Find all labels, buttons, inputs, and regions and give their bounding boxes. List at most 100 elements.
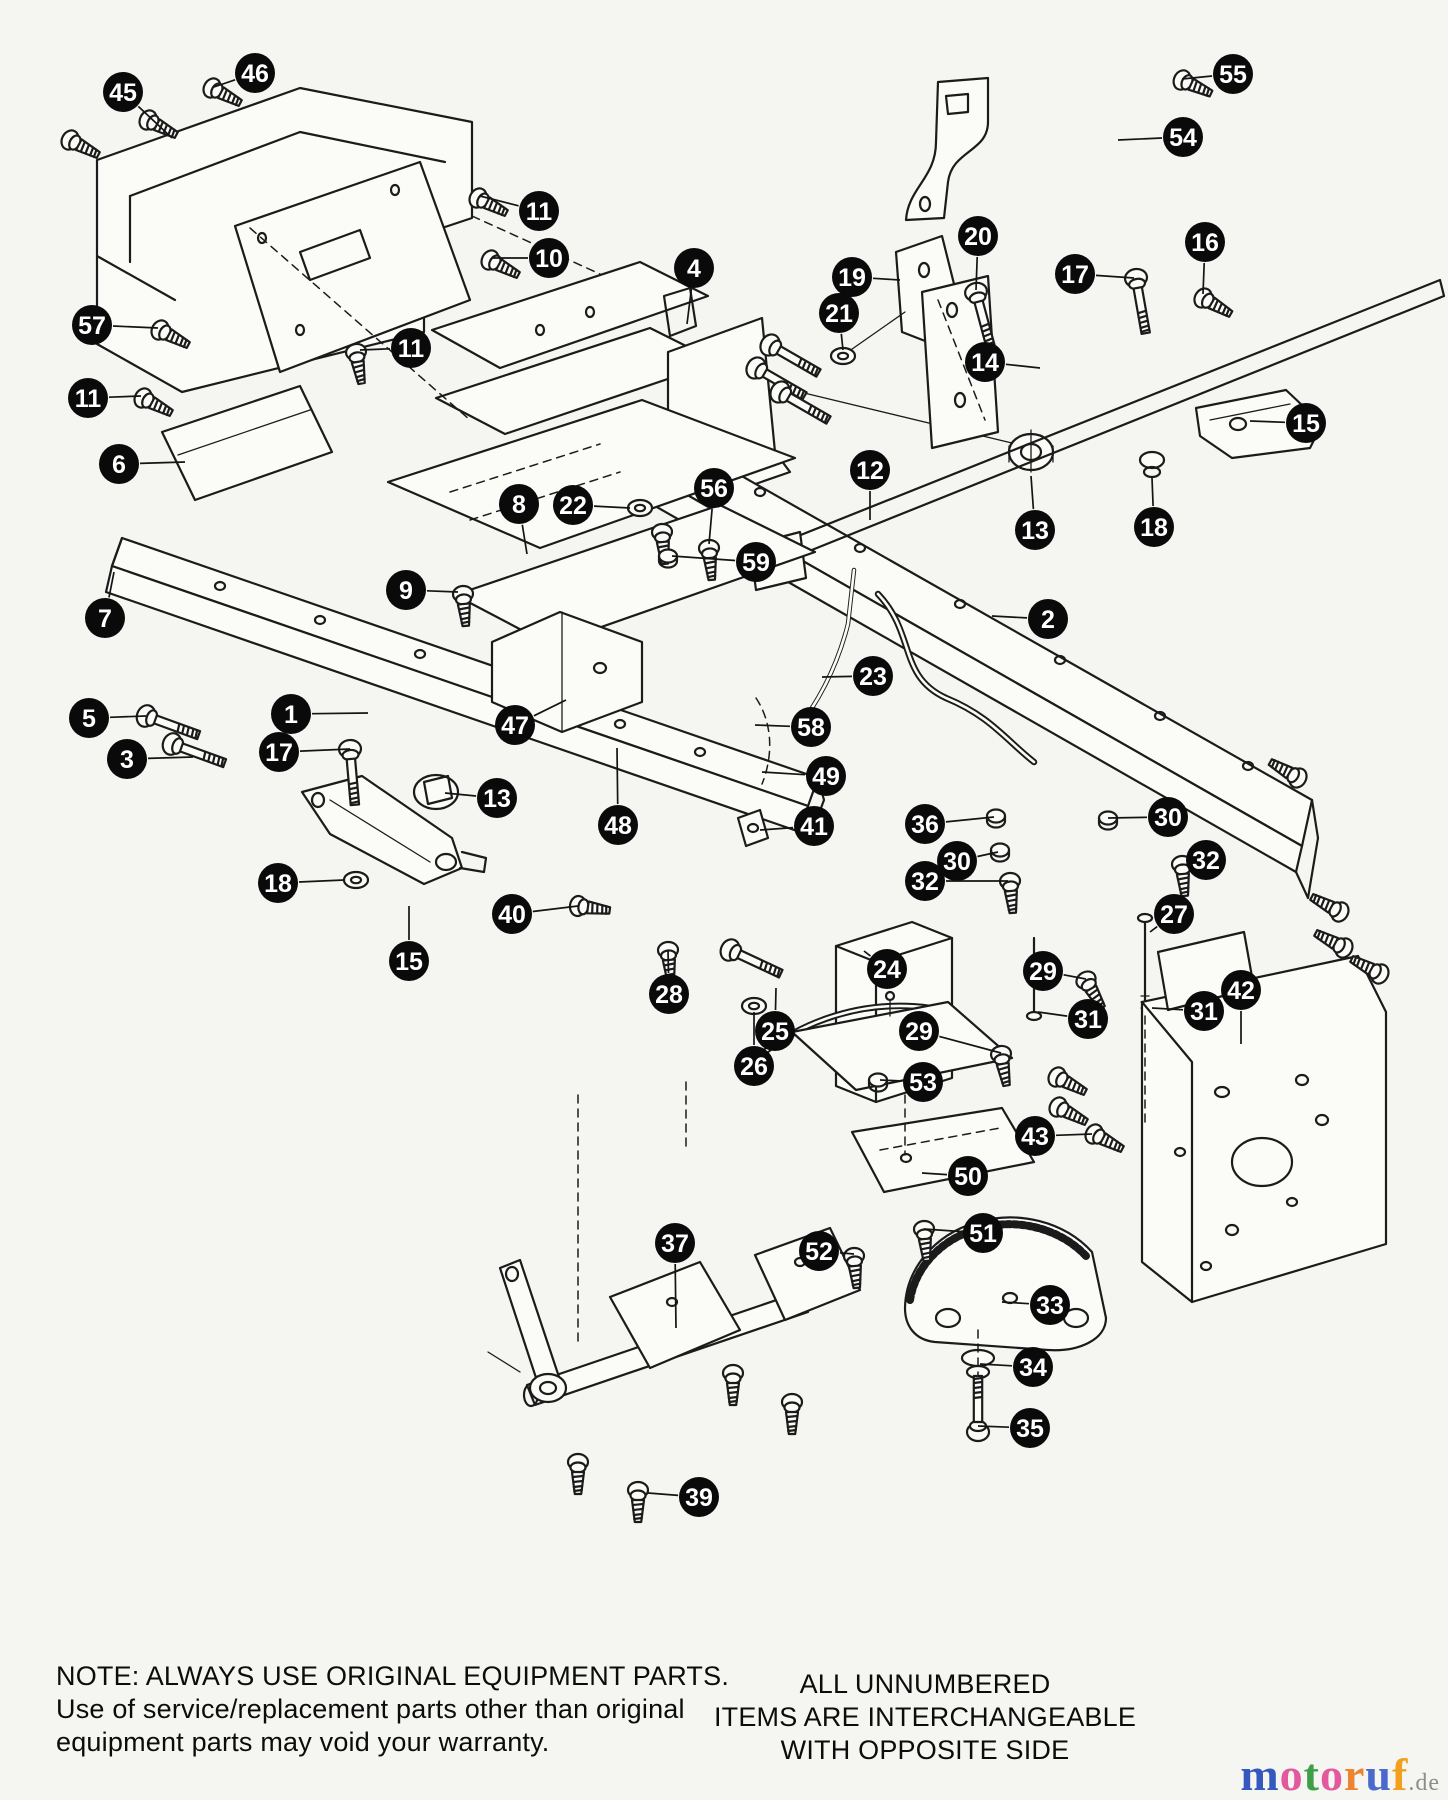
- callout-bubble: [1148, 797, 1188, 837]
- callout-number: 57: [78, 312, 106, 340]
- callout-number: 30: [1154, 804, 1182, 832]
- callout-27: 27: [1149, 894, 1194, 934]
- callout-41: 41: [759, 806, 834, 846]
- callout-bubble: [553, 485, 593, 525]
- callout-number: 32: [911, 868, 939, 896]
- callout-leader: [1001, 1301, 1030, 1305]
- note-line: WITH OPPOSITE SIDE: [780, 1735, 1070, 1765]
- callout-33: 33: [1001, 1285, 1070, 1325]
- callout-26: 26: [734, 1012, 774, 1086]
- callout-leader: [939, 1035, 1002, 1054]
- sector-gear-33: [903, 1216, 1108, 1380]
- callout-leader: [977, 1425, 1010, 1429]
- callout-number: 15: [395, 948, 423, 976]
- note-original-parts: NOTE: ALWAYS USE ORIGINAL EQUIPMENT PART…: [56, 1660, 776, 1759]
- callout-bubble: [1213, 54, 1253, 94]
- callout-32: 32: [905, 861, 1008, 901]
- callout-28: 28: [649, 949, 689, 1014]
- callout-leader: [1181, 863, 1186, 866]
- callout-leader: [1151, 1007, 1184, 1011]
- note-line: equipment parts may void your warranty.: [56, 1727, 550, 1757]
- callout-50: 50: [921, 1156, 988, 1196]
- watermark-letter: u: [1365, 1749, 1393, 1800]
- callout-number: 17: [265, 739, 293, 767]
- callout-number: 49: [812, 763, 840, 791]
- callout-bubble: [492, 894, 532, 934]
- callout-leader: [139, 461, 186, 465]
- callout-number: 27: [1160, 901, 1188, 929]
- callout-bubble: [679, 1477, 719, 1517]
- callout-number: 8: [512, 491, 526, 519]
- callout-number: 23: [859, 663, 887, 691]
- callout-18: 18: [258, 863, 345, 903]
- callout-number: 22: [559, 492, 587, 520]
- callout-number: 34: [1019, 1354, 1047, 1382]
- callout-leader: [686, 288, 693, 325]
- callout-39: 39: [647, 1477, 719, 1517]
- callout-23: 23: [821, 656, 893, 696]
- callout-leader: [213, 78, 236, 88]
- callout-number: 18: [1140, 514, 1168, 542]
- callout-45: 45: [103, 72, 173, 139]
- callout-leader: [975, 256, 979, 291]
- note-line: ITEMS ARE INTERCHANGEABLE: [713, 1702, 1137, 1732]
- callout-leader: [977, 851, 999, 858]
- callout-56: 56: [694, 468, 734, 545]
- callout-leader: [1107, 816, 1148, 819]
- callout-number: 10: [535, 245, 563, 273]
- callout-35: 35: [977, 1408, 1050, 1448]
- watermark-letter: t: [1303, 1749, 1320, 1800]
- callout-bubble: [958, 216, 998, 256]
- callout-2: 2: [991, 599, 1068, 639]
- callout-bubble: [258, 863, 298, 903]
- callout-number: 40: [498, 901, 526, 929]
- callout-number: 41: [800, 813, 828, 841]
- callout-leader: [1151, 477, 1154, 507]
- callout-leader: [979, 1363, 1013, 1367]
- callout-leader: [879, 1079, 903, 1082]
- callout-leader: [108, 395, 142, 399]
- callout-leader: [1095, 274, 1135, 279]
- callout-number: 39: [685, 1484, 713, 1512]
- screw-icon: [1309, 923, 1357, 962]
- callout-bubble: [791, 707, 831, 747]
- callout-leader: [1063, 973, 1087, 980]
- callout-4: 4: [674, 248, 714, 325]
- callout-leader: [945, 816, 995, 823]
- callout-29: 29: [899, 1011, 1002, 1054]
- callout-31: 31: [1151, 991, 1224, 1031]
- callout-1: 1: [271, 694, 369, 734]
- screw-icon: [1189, 284, 1237, 324]
- callout-bubble: [99, 444, 139, 484]
- callout-13: 13: [444, 778, 517, 818]
- pedal-assembly: [740, 990, 1036, 1194]
- callout-bubble: [963, 1213, 1003, 1253]
- callout-18: 18: [1134, 477, 1174, 547]
- callout-leader: [759, 826, 794, 831]
- callout-bubble: [1015, 510, 1055, 550]
- callout-number: 48: [604, 812, 632, 840]
- screw-icon: [1045, 1093, 1093, 1132]
- note-line: NOTE: ALWAYS USE ORIGINAL EQUIPMENT PART…: [56, 1661, 730, 1691]
- callout-number: 17: [1061, 261, 1089, 289]
- callout-bubble: [85, 598, 125, 638]
- callout-10: 10: [492, 238, 569, 278]
- bolt-icon: [716, 935, 787, 985]
- callout-leader: [426, 589, 459, 593]
- callout-leader: [708, 508, 713, 545]
- callout-number: 52: [805, 1238, 833, 1266]
- center-platform: [386, 398, 817, 734]
- callout-leader: [991, 615, 1028, 619]
- callout-number: 11: [75, 385, 102, 413]
- stud-icon: [998, 871, 1024, 915]
- callout-leader: [674, 1263, 677, 1329]
- callout-bubble: [794, 806, 834, 846]
- callout-leader: [667, 949, 670, 974]
- watermark-letter: r: [1344, 1749, 1366, 1800]
- callout-14: 14: [965, 342, 1041, 382]
- callout-37: 37: [655, 1223, 695, 1329]
- motoruf-watermark: motoruf.de: [1240, 1748, 1440, 1800]
- callout-bubble: [259, 732, 299, 772]
- callout-bubble: [598, 805, 638, 845]
- callout-leader: [311, 712, 369, 715]
